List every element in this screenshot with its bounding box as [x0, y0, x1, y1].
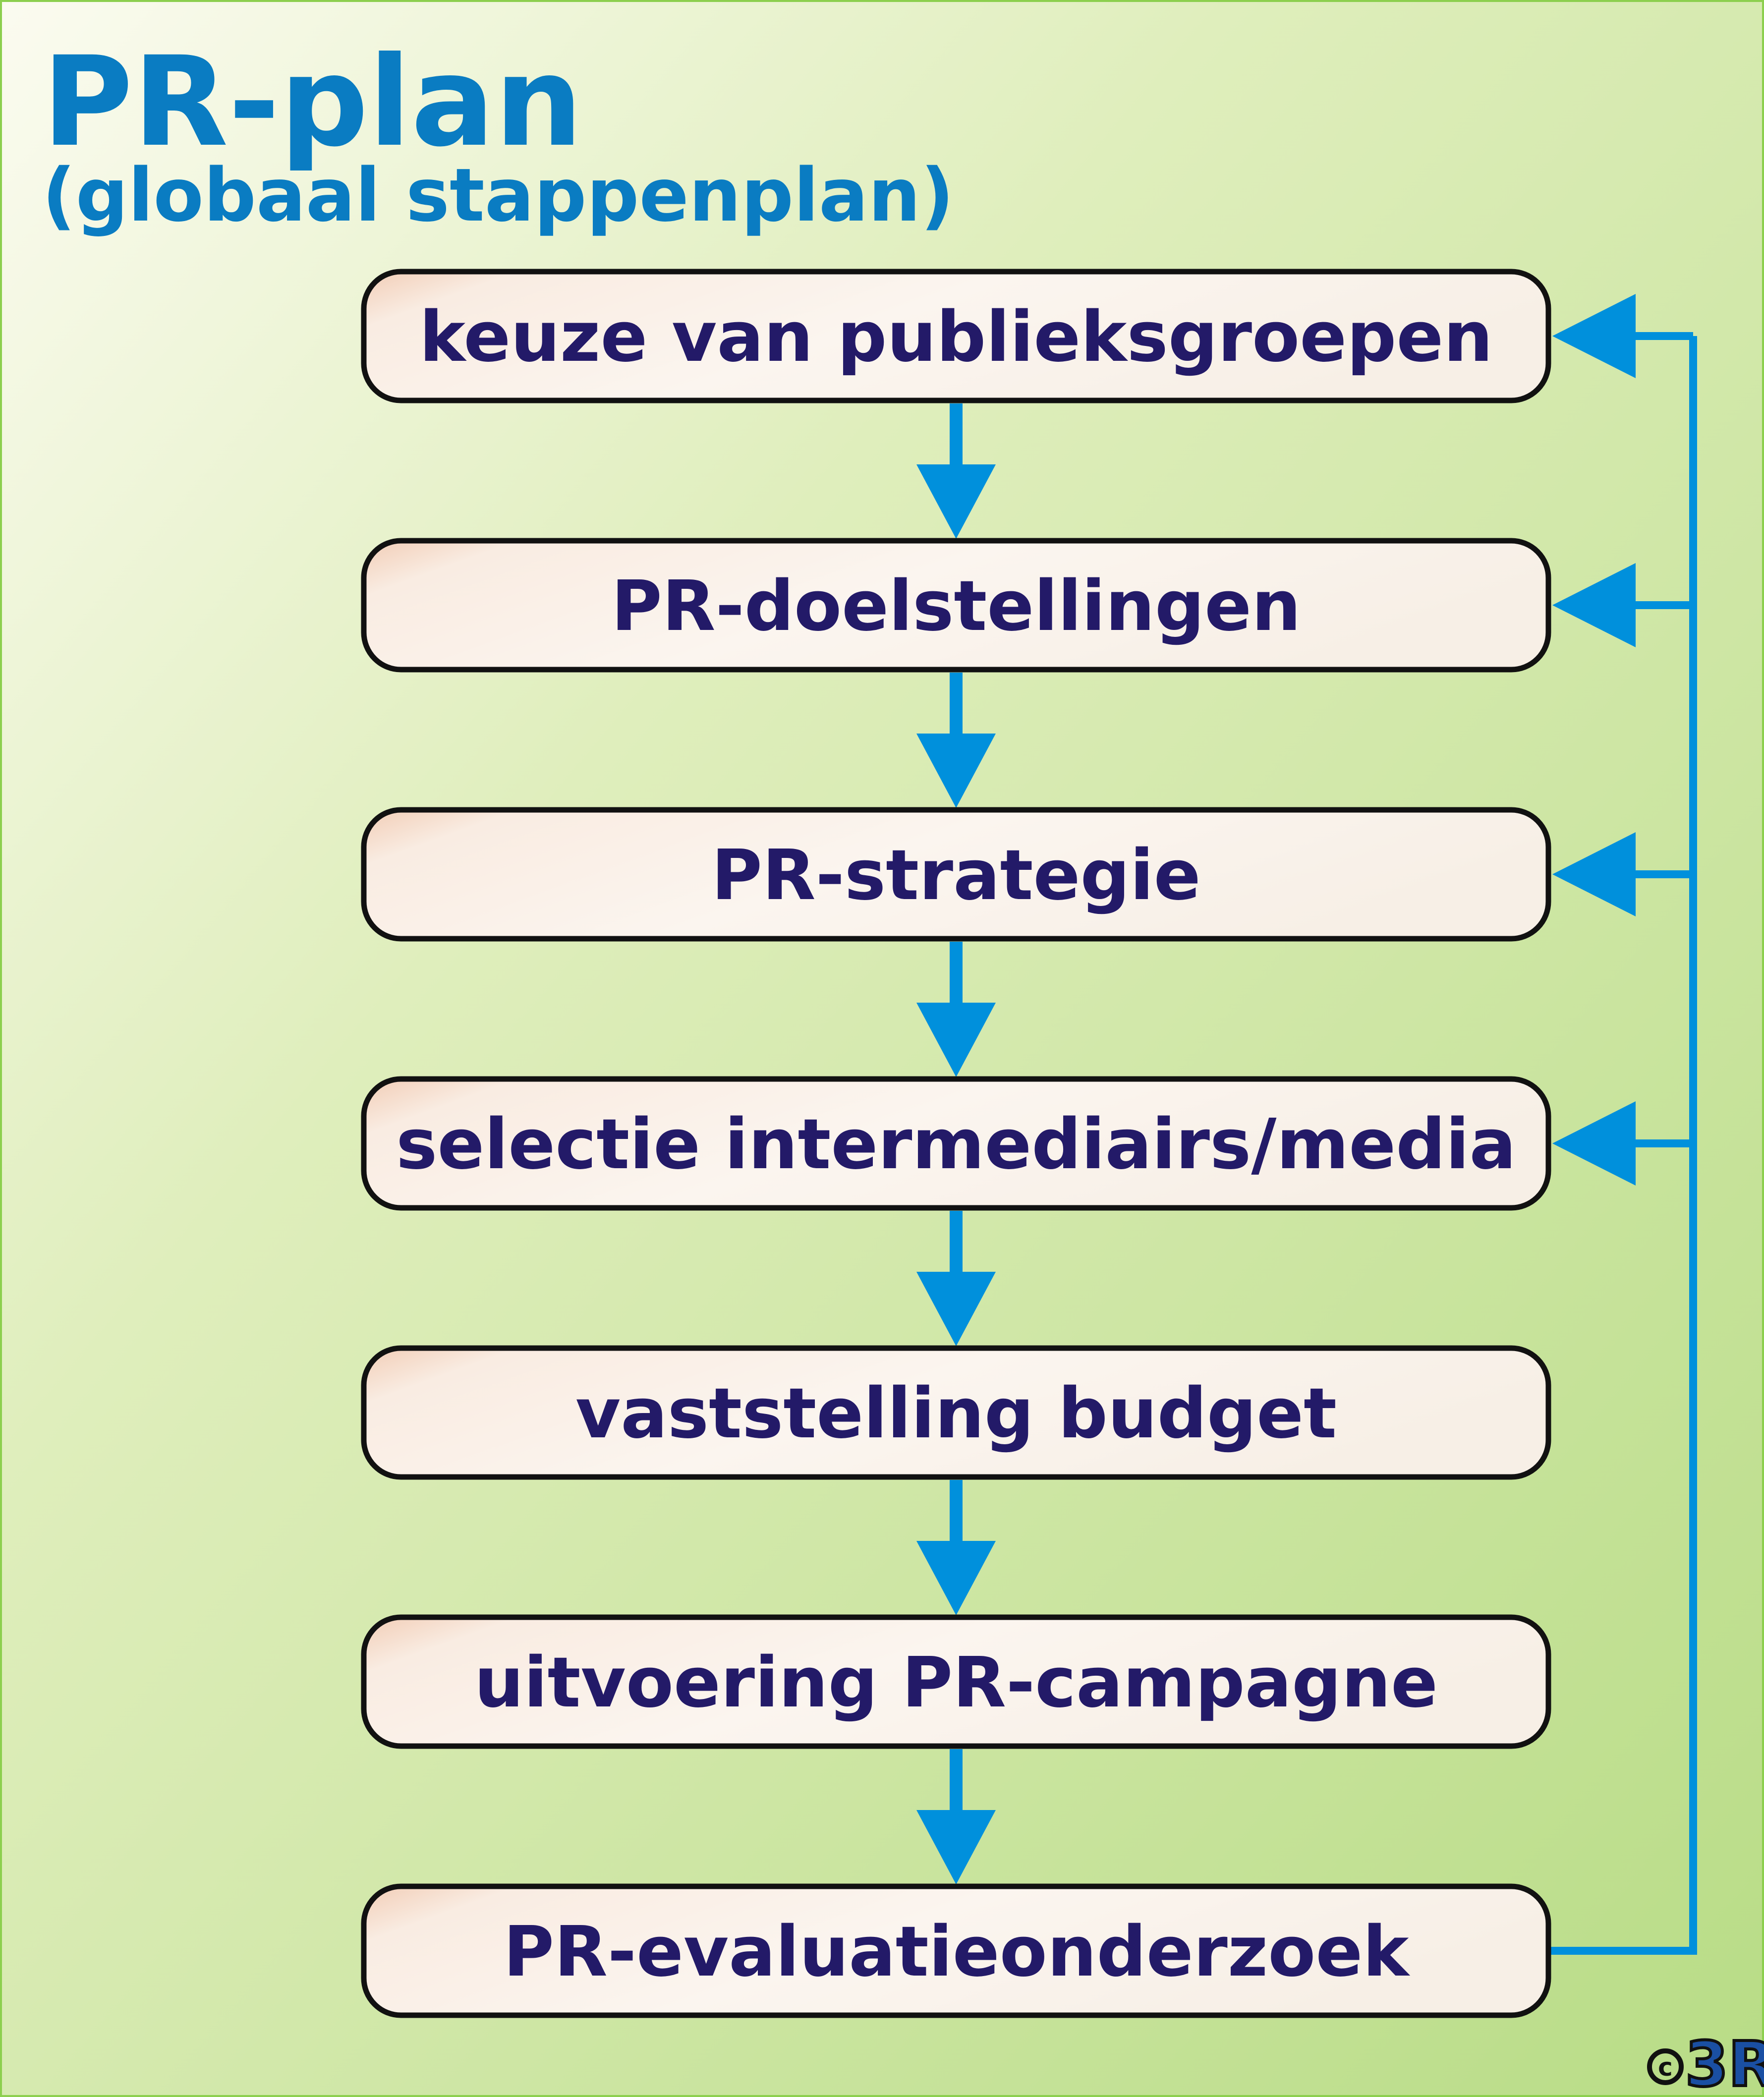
down-arrow-icon: [916, 464, 996, 539]
down-arrow-icon: [916, 1541, 996, 1615]
page-subtitle: (globaal stappenplan): [42, 153, 954, 238]
down-arrow-icon: [916, 1003, 996, 1077]
step-box-shape: [361, 1076, 1551, 1211]
step-label: keuze van publieksgroepen: [419, 297, 1493, 378]
step-box: uitvoering PR-campagne: [361, 1614, 1551, 1749]
feedback-arrow-icon: [1552, 832, 1636, 916]
step-box: PR-doelstellingen: [361, 538, 1551, 673]
step-box: PR-strategie: [361, 807, 1551, 942]
svg-text:3R: 3R: [1685, 2029, 1764, 2097]
step-box-shape: [361, 1614, 1551, 1749]
step-box-shape: [361, 1345, 1551, 1480]
page-title: PR-plan: [42, 30, 583, 174]
step-box-shape: [361, 1883, 1551, 2018]
feedback-arrow-icon: [1552, 563, 1636, 647]
step-box-shape: [361, 269, 1551, 403]
step-label: PR-evaluatieonderzoek: [504, 1912, 1411, 1992]
step-box-shape: [361, 807, 1551, 942]
step-box: vaststelling budget: [361, 1345, 1551, 1480]
feedback-arrow-icon: [1552, 1101, 1636, 1186]
down-arrow-shaft: [950, 1480, 963, 1541]
down-arrow-shaft: [950, 673, 963, 734]
copyright-logo: c 3R: [1647, 2027, 1764, 2097]
down-arrow-shaft: [950, 403, 963, 464]
down-arrow-icon: [916, 1810, 996, 1884]
down-arrow-shaft: [950, 1749, 963, 1810]
step-box: selectie intermediairs/media: [361, 1076, 1551, 1211]
step-box: PR-evaluatieonderzoek: [361, 1883, 1551, 2018]
step-label: vaststelling budget: [575, 1373, 1337, 1454]
down-arrow-shaft: [950, 942, 963, 1003]
step-label: PR-doelstellingen: [611, 566, 1301, 647]
step-label: uitvoering PR-campagne: [474, 1643, 1438, 1723]
feedback-connector: [1626, 332, 1693, 340]
step-label: PR-strategie: [711, 835, 1200, 916]
down-arrow-icon: [916, 1272, 996, 1346]
flowchart: keuze van publieksgroepenPR-doelstelling…: [361, 269, 1697, 2018]
step-label: selectie intermediairs/media: [396, 1104, 1516, 1185]
down-arrow-icon: [916, 734, 996, 808]
feedback-connector: [1626, 870, 1693, 878]
down-arrow-shaft: [950, 1211, 963, 1272]
svg-text:c: c: [1658, 2053, 1673, 2082]
step-box: keuze van publieksgroepen: [361, 269, 1551, 403]
feedback-arrow-icon: [1552, 294, 1636, 378]
feedback-connector: [1626, 601, 1693, 609]
feedback-connector: [1626, 1139, 1693, 1147]
step-box-shape: [361, 538, 1551, 673]
